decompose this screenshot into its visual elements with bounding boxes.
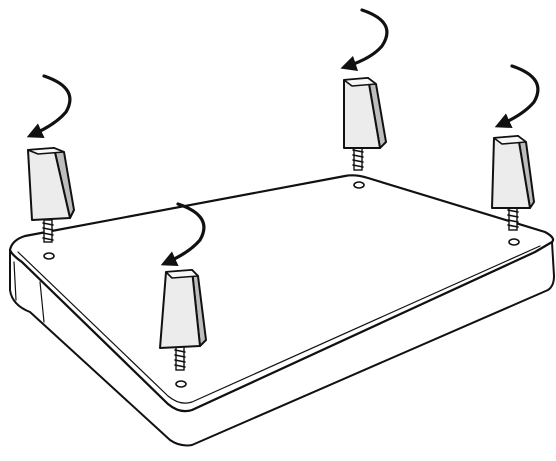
curved-arrow-icon: [160, 202, 206, 266]
assembly-arrows: [26, 8, 540, 266]
tapered-leg-icon: [343, 77, 387, 149]
leg-front: [159, 269, 207, 371]
board-top-surface: [8, 174, 555, 413]
leg-left: [27, 147, 75, 243]
screw-holes: [43, 181, 520, 388]
tapered-leg-icon: [27, 147, 75, 221]
board-front-edge-line-2: [13, 261, 17, 301]
leg-right: [491, 135, 535, 231]
screw-hole-icon: [508, 238, 520, 246]
curved-arrow-icon: [494, 64, 540, 128]
base-board: [8, 174, 555, 447]
screw-hole-icon: [175, 380, 187, 388]
leg-back: [343, 77, 387, 171]
tapered-leg-icon: [159, 269, 207, 349]
tapered-leg-icon: [491, 135, 535, 209]
threaded-screw-icon: [352, 145, 364, 171]
threaded-screw-icon: [42, 219, 54, 243]
curved-arrow-icon: [340, 8, 389, 72]
board-bevel-line: [17, 245, 541, 404]
board-front-edge-line: [39, 281, 45, 323]
screw-hole-icon: [43, 252, 55, 260]
threaded-screw-icon: [507, 205, 519, 231]
screw-hole-icon: [353, 181, 365, 189]
threaded-screw-icon: [174, 345, 186, 371]
curved-arrow-icon: [26, 74, 72, 138]
